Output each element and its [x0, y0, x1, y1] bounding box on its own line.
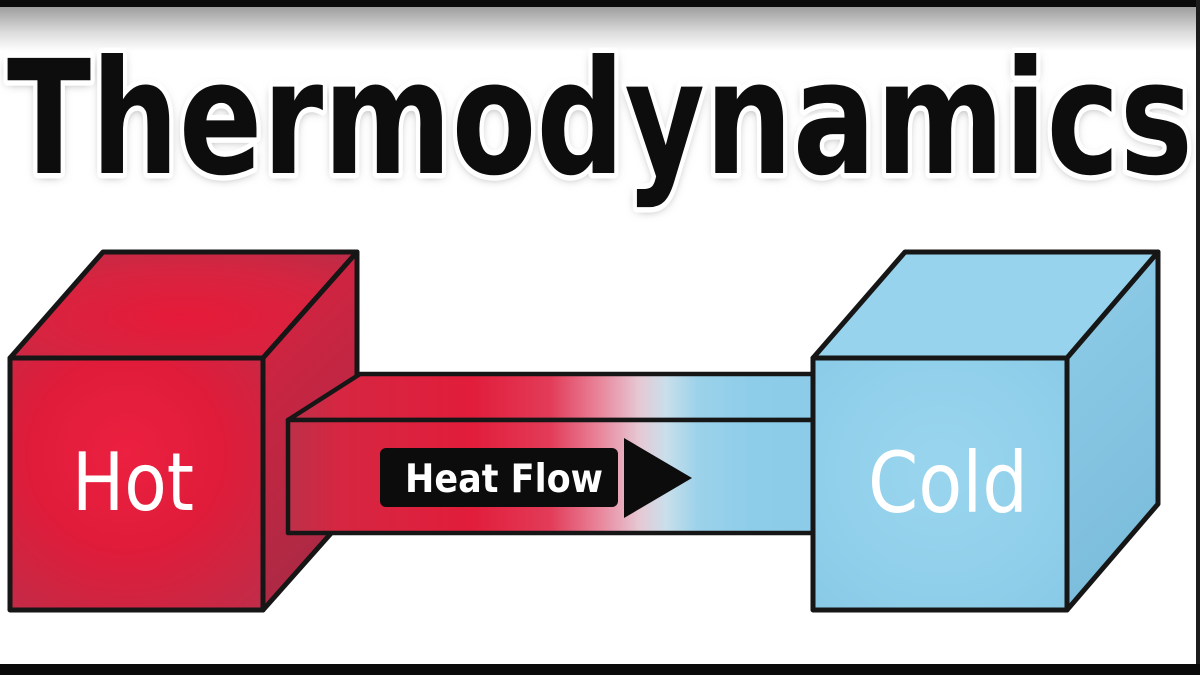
- frame-right-bar: [1196, 0, 1200, 675]
- frame-bottom-bar: [0, 664, 1200, 675]
- cold-block: [810, 249, 1161, 613]
- cold-block-front-face: [810, 355, 1070, 613]
- hot-block-label: Hot: [72, 436, 194, 529]
- heat-flow-label: Heat Flow: [405, 457, 603, 502]
- hot-block-front-face: [7, 355, 266, 613]
- heat-flow-arrow: Heat Flow: [380, 438, 692, 518]
- page-title-shadow: Thermodynamics: [7, 30, 1193, 214]
- cold-block-label: Cold: [868, 434, 1028, 532]
- header-shade: [0, 7, 1200, 51]
- heat-flow-arrow-head: [624, 438, 692, 518]
- connector-bar-top-face: [285, 371, 816, 423]
- page-title-outline: Thermodynamics: [7, 27, 1193, 211]
- hot-block: [7, 249, 360, 613]
- page-title: Thermodynamics: [7, 27, 1193, 211]
- frame-top-bar: [0, 0, 1200, 7]
- heat-flow-arrow-shaft: [380, 448, 618, 507]
